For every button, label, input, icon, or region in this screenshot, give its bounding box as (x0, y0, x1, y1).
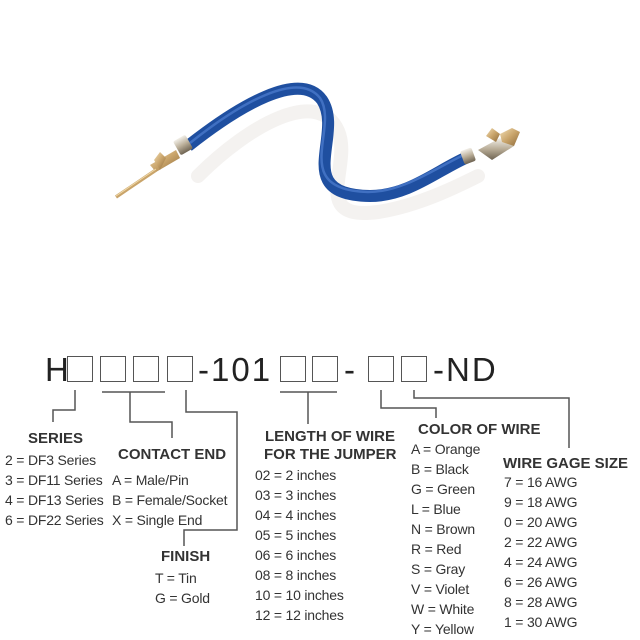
color-code-box (368, 356, 394, 382)
gage-code-box (401, 356, 427, 382)
length-option: 05 = 5 inches (255, 527, 337, 543)
length-option: 12 = 12 inches (255, 607, 344, 623)
jumper-wire-image (115, 82, 520, 220)
contact-end-heading: CONTACT END (118, 446, 227, 463)
gage-option: 8 = 28 AWG (504, 594, 578, 610)
length-heading-line1: LENGTH OF WIRE (265, 428, 395, 445)
finish-code-box (167, 356, 193, 382)
wire (184, 82, 473, 203)
color-option: W = White (411, 601, 475, 617)
series-option: 3 = DF11 Series (5, 472, 103, 488)
part-number-prefix: H (45, 351, 71, 388)
color-option: V = Violet (411, 581, 470, 597)
color-option: G = Green (411, 481, 475, 497)
gage-option: 9 = 18 AWG (504, 494, 578, 510)
gage-heading: WIRE GAGE SIZE (503, 455, 629, 472)
color-heading: COLOR OF WIRE (418, 421, 541, 438)
color-option: B = Black (411, 461, 469, 477)
contact-end-option: A = Male/Pin (112, 472, 189, 488)
length-option: 06 = 6 inches (255, 547, 337, 563)
male-pin-contact (115, 135, 193, 199)
gage-option: 4 = 24 AWG (504, 554, 578, 570)
part-number-middle: -101 (198, 351, 273, 388)
length-option: 08 = 8 inches (255, 567, 337, 583)
color-option: S = Gray (411, 561, 466, 577)
gage-option: 7 = 16 AWG (504, 474, 578, 490)
length-code-box-2 (312, 356, 338, 382)
contact-end-option: X = Single End (112, 512, 203, 528)
length-heading-line2: FOR THE JUMPER (264, 446, 397, 463)
series-option: 2 = DF3 Series (5, 452, 96, 468)
female-socket-contact (460, 128, 520, 165)
length-option: 10 = 10 inches (255, 587, 344, 603)
series-heading: SERIES (28, 430, 84, 447)
contact-end-code-box-1 (100, 356, 126, 382)
color-option: Y = Yellow (411, 621, 474, 637)
length-option: 02 = 2 inches (255, 467, 337, 483)
contact-end-option: B = Female/Socket (112, 492, 228, 508)
gage-option: 6 = 26 AWG (504, 574, 578, 590)
length-code-box-1 (280, 356, 306, 382)
finish-heading: FINISH (161, 548, 211, 565)
color-option: N = Brown (411, 521, 475, 537)
series-code-box (67, 356, 93, 382)
series-option: 4 = DF13 Series (5, 492, 104, 508)
color-option: A = Orange (411, 441, 481, 457)
gage-option: 1 = 30 AWG (504, 614, 578, 630)
finish-option: T = Tin (155, 570, 197, 586)
contact-end-code-box-2 (133, 356, 159, 382)
part-number-dash: - (344, 351, 357, 388)
part-number-suffix: -ND (433, 351, 498, 388)
gage-option: 0 = 20 AWG (504, 514, 578, 530)
series-option: 6 = DF22 Series (5, 512, 104, 528)
length-option: 03 = 3 inches (255, 487, 337, 503)
color-option: R = Red (411, 541, 462, 557)
gage-option: 2 = 22 AWG (504, 534, 578, 550)
length-option: 04 = 4 inches (255, 507, 337, 523)
finish-option: G = Gold (155, 590, 210, 606)
color-option: L = Blue (411, 501, 461, 517)
